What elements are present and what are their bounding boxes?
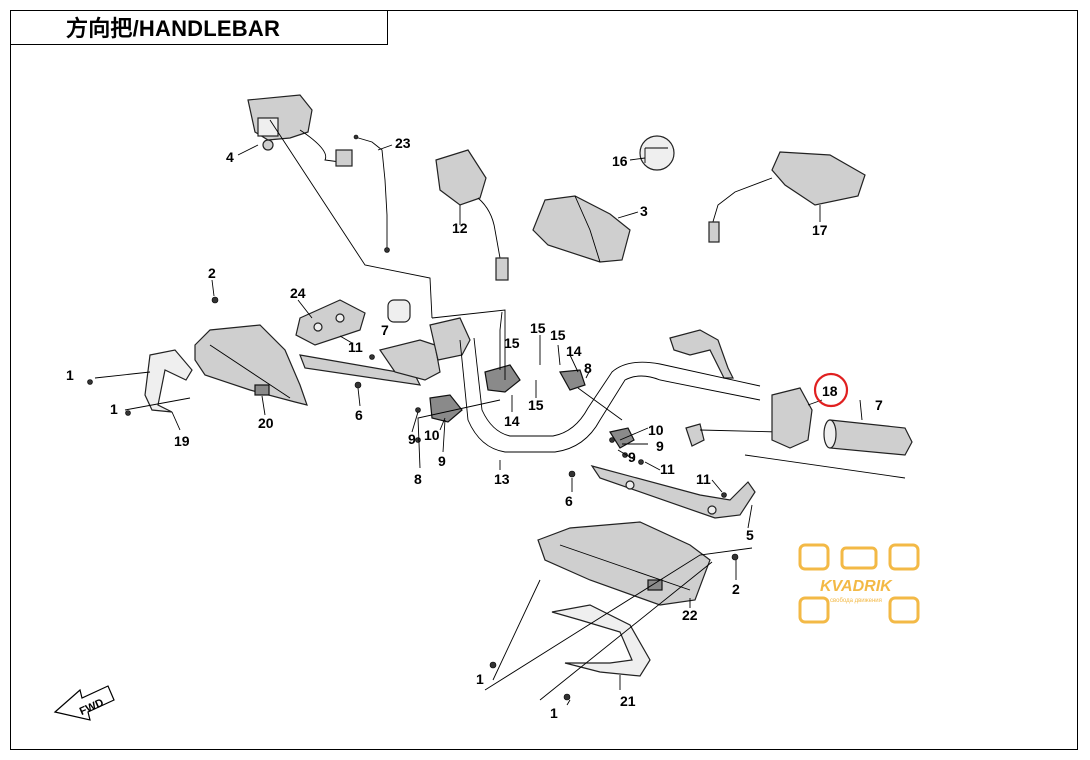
callout-21: 21 — [620, 693, 636, 709]
part-center-clamps — [299, 299, 705, 449]
callout-1-d: 1 — [550, 705, 558, 721]
part-3-housing — [532, 195, 631, 263]
highlight-circle — [813, 372, 849, 408]
drawing-frame — [10, 10, 1078, 750]
callout-8-right: 8 — [584, 360, 592, 376]
callout-14-b: 14 — [504, 413, 520, 429]
callout-1-b: 1 — [110, 401, 118, 417]
callout-3: 3 — [640, 203, 648, 219]
fwd-arrow: FWD — [53, 685, 115, 721]
callout-15-d: 15 — [528, 397, 544, 413]
callout-9-c: 9 — [656, 438, 664, 454]
watermark-tagline: свобода движения — [830, 598, 882, 604]
callout-22: 22 — [682, 607, 698, 623]
callout-2-left: 2 — [208, 265, 216, 281]
callout-labels: 4 23 12 16 3 17 2 24 11 7 1 1 19 20 6 15… — [66, 135, 883, 721]
callout-1-c: 1 — [476, 671, 484, 687]
callout-6-left: 6 — [355, 407, 363, 423]
part-21-right-trim — [551, 604, 651, 677]
callout-2-right: 2 — [732, 581, 740, 597]
callout-7-right: 7 — [875, 397, 883, 413]
callout-14-a: 14 — [566, 343, 582, 359]
part-4-master-cylinder — [247, 94, 353, 167]
callout-19: 19 — [174, 433, 190, 449]
callout-8-left: 8 — [414, 471, 422, 487]
callout-12: 12 — [452, 220, 468, 236]
part-5-right-bracket — [590, 465, 756, 519]
part-20-left-handguard — [194, 324, 308, 406]
callout-1-a: 1 — [66, 367, 74, 383]
part-right-lever — [669, 329, 734, 379]
callout-9-d: 9 — [628, 449, 636, 465]
callout-20: 20 — [258, 415, 274, 431]
callout-11-left: 11 — [348, 339, 363, 355]
part-23-cable — [353, 134, 390, 253]
highlight-marker: 18 — [813, 372, 849, 408]
callout-18: 18 — [822, 383, 838, 399]
leader-lines — [94, 119, 906, 706]
callout-24: 24 — [290, 285, 306, 301]
part-12-left-mirror — [435, 149, 509, 281]
watermark-brand: KVADRIK — [820, 578, 893, 595]
part-22-right-handguard — [537, 521, 711, 606]
page-title: 方向把/HANDLEBAR — [66, 16, 281, 41]
fastener-bolts — [87, 296, 739, 701]
callout-15-a: 15 — [504, 335, 520, 351]
part-17-right-mirror — [708, 151, 866, 243]
callout-4: 4 — [226, 149, 234, 165]
callout-6-right: 6 — [565, 493, 573, 509]
part-24-bracket — [295, 299, 366, 346]
callout-15-c: 15 — [550, 327, 566, 343]
callout-9-a: 9 — [408, 431, 416, 447]
callout-15-b: 15 — [530, 320, 546, 336]
callout-5: 5 — [746, 527, 754, 543]
callout-10-left: 10 — [424, 427, 440, 443]
callout-11-mid: 11 — [660, 461, 675, 477]
title-box: 方向把/HANDLEBAR — [10, 10, 388, 45]
callout-23: 23 — [395, 135, 411, 151]
callout-17: 17 — [812, 222, 828, 238]
part-7-right-grip — [823, 419, 913, 456]
part-18-switch-housing — [771, 387, 813, 449]
kvadrik-watermark: KVADRIK свобода движения — [798, 543, 920, 624]
callout-10-right: 10 — [648, 422, 664, 438]
part-16-cover — [639, 135, 675, 171]
callout-7-center: 7 — [381, 322, 389, 338]
callout-9-b: 9 — [438, 453, 446, 469]
callout-16: 16 — [612, 153, 628, 169]
callout-13: 13 — [494, 471, 510, 487]
callout-11-right: 11 — [696, 471, 711, 487]
part-19-left-trim — [144, 349, 193, 413]
